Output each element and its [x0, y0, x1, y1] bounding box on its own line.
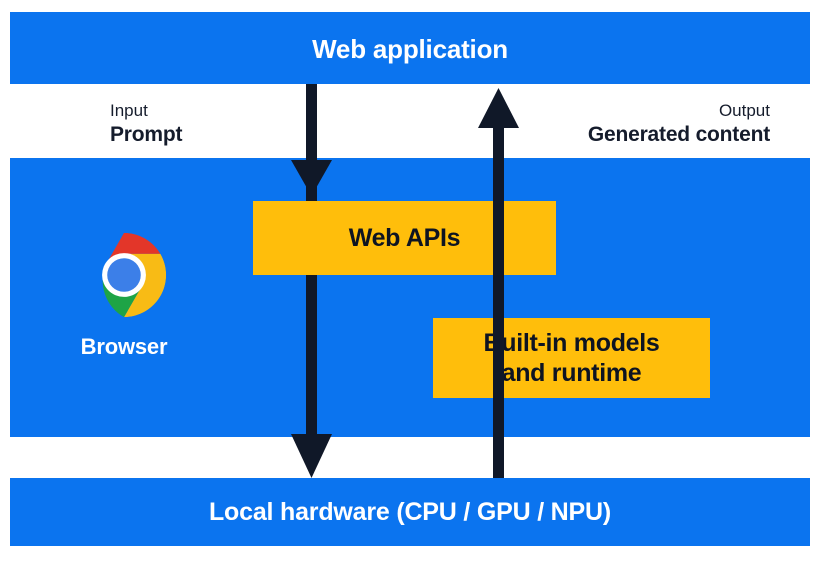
input-flow-label: Input Prompt	[110, 100, 183, 149]
input-value-label: Prompt	[110, 122, 183, 146]
browser-block: Browser	[80, 232, 168, 360]
input-kind-label: Input	[110, 101, 148, 120]
box-built-in-models-line2: and runtime	[501, 359, 642, 387]
band-web-application-label: Web application	[312, 34, 508, 64]
chrome-logo	[102, 232, 167, 318]
box-built-in-models[interactable]: Built-in models and runtime	[433, 318, 710, 398]
output-kind-label: Output	[718, 101, 770, 120]
band-local-hardware-label: Local hardware (CPU / GPU / NPU)	[208, 498, 611, 526]
output-flow-label: Output Generated content	[588, 100, 770, 149]
band-local-hardware: Local hardware (CPU / GPU / NPU)	[10, 478, 810, 546]
box-web-apis-label: Web APIs	[348, 223, 461, 252]
output-value-label: Generated content	[587, 122, 770, 146]
box-built-in-models-text: Built-in models and runtime	[483, 328, 659, 389]
box-web-apis[interactable]: Web APIs	[253, 201, 556, 275]
box-built-in-models-line1: Built-in models	[483, 328, 660, 357]
browser-label: Browser	[80, 334, 168, 359]
band-web-application: Web application	[10, 12, 810, 84]
